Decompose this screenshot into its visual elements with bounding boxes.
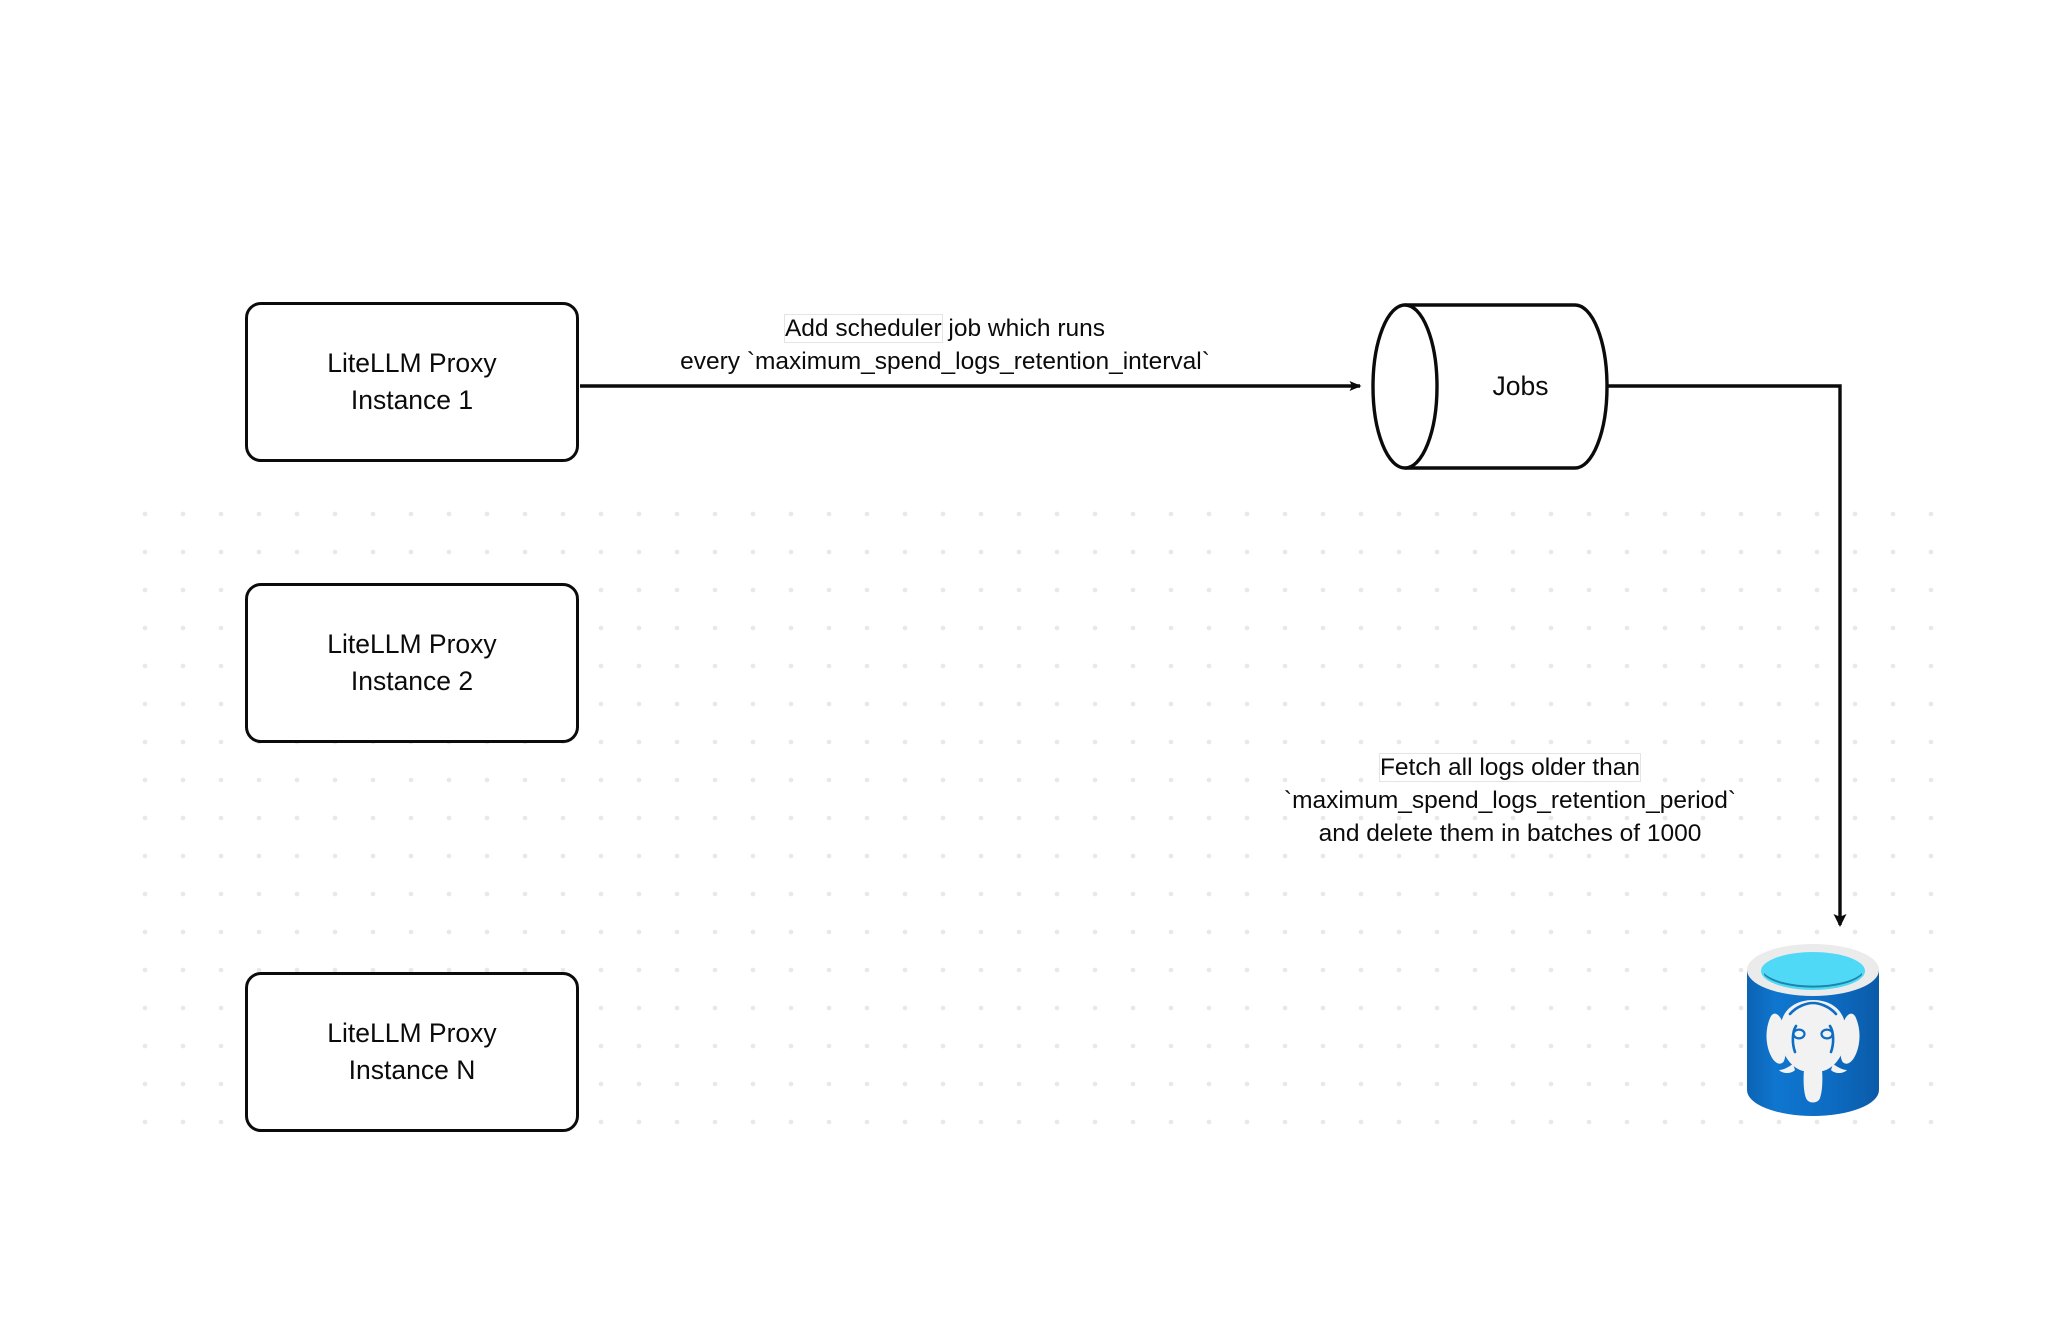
edge-label-fetch-line-1-wrap: Fetch all logs older than [1230, 752, 1790, 785]
edge-label-scheduler-highlight: Add scheduler [784, 315, 942, 342]
proxy-1-line-1: LiteLLM Proxy [327, 348, 497, 379]
edge-label-scheduler-line-1: Add scheduler job which runs [585, 313, 1305, 346]
edge-label-scheduler: Add scheduler job which runs every `maxi… [585, 313, 1305, 379]
proxy-n-line-2: Instance N [348, 1055, 476, 1085]
postgresql-elephant-eyes [1792, 1028, 1834, 1040]
node-litellm-proxy-instance-n[interactable]: LiteLLM Proxy Instance N [245, 972, 579, 1132]
jobs-label: Jobs [1492, 371, 1549, 401]
node-postgresql-database[interactable] [1743, 940, 1883, 1130]
edge-label-fetch-highlight: Fetch all logs older than [1379, 754, 1641, 781]
proxy-2-line-2: Instance 2 [350, 666, 474, 696]
proxy-n-line-1: LiteLLM Proxy [327, 1018, 497, 1049]
edge-label-scheduler-line-2: every `maximum_spend_logs_retention_inte… [680, 347, 1210, 375]
edge-label-fetch: Fetch all logs older than `maximum_spend… [1230, 752, 1790, 850]
edge-label-fetch-line-3: and delete them in batches of 1000 [1318, 819, 1702, 847]
node-jobs-queue[interactable]: Jobs [1371, 303, 1609, 470]
edge-label-fetch-line-2: `maximum_spend_logs_retention_period` [1283, 786, 1737, 814]
node-litellm-proxy-instance-1[interactable]: LiteLLM Proxy Instance 1 [245, 302, 579, 462]
proxy-2-line-1: LiteLLM Proxy [327, 629, 497, 660]
postgresql-elephant-glyph [1766, 1000, 1860, 1103]
node-litellm-proxy-instance-2[interactable]: LiteLLM Proxy Instance 2 [245, 583, 579, 743]
jobs-cylinder-shape [1371, 303, 1609, 470]
edge-label-scheduler-rest: job which runs [941, 315, 1106, 342]
proxy-1-line-2: Instance 1 [350, 385, 474, 415]
postgresql-icon [1747, 944, 1879, 1116]
